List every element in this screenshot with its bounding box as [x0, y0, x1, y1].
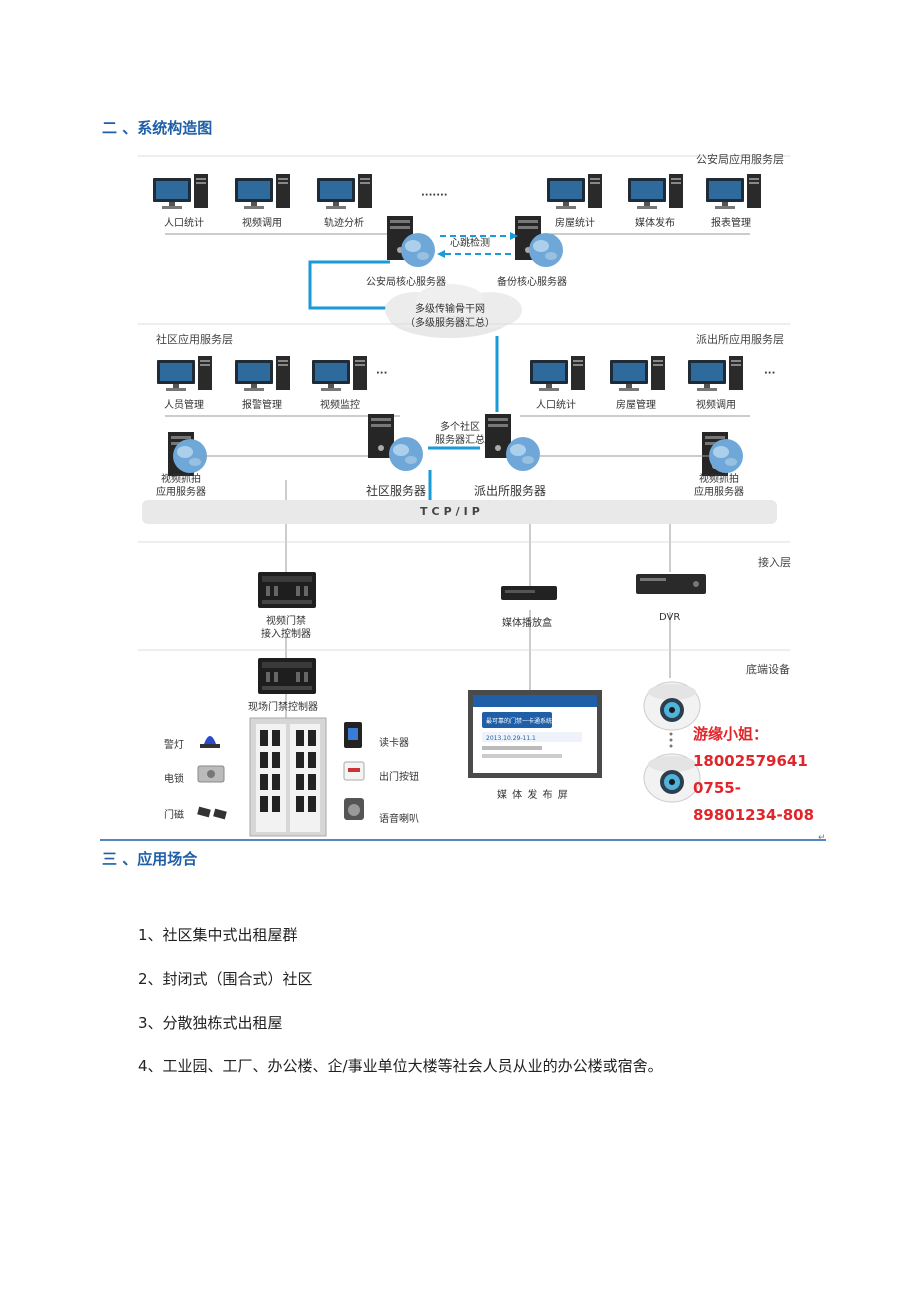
device-label-card-reader: 读卡器: [379, 738, 409, 749]
section-3-heading: 三 、应用场合: [102, 850, 198, 868]
site-controller-icon: [258, 658, 316, 694]
layer-label-access: 接入层: [758, 556, 791, 569]
electric-lock-icon: [197, 765, 225, 783]
speaker-icon: [344, 798, 364, 820]
client-label-station-video: 视频调用: [696, 400, 736, 411]
screen-date: 2013.10.29-11.1: [486, 735, 536, 742]
snap-server-left-sublabel: 应用服务器: [156, 487, 206, 498]
layer-label-community: 社区应用服务层: [156, 333, 233, 346]
aggregate-label: 多个社区: [440, 422, 480, 433]
media-screen: 最可靠的门禁一卡通系统！ 2013.10.29-11.1: [468, 690, 602, 778]
contact-area-code: 0755-: [693, 779, 741, 797]
heartbeat-label: 心跳检测: [450, 238, 490, 249]
system-architecture-diagram: 最可靠的门禁一卡通系统！ 2013.10.29-11.1 ↵ 公安局应用服务层 …: [100, 150, 826, 843]
access-controller-label: 视频门禁: [266, 616, 306, 627]
backup-server-label: 备份核心服务器: [497, 277, 567, 288]
tcpip-bar: [142, 500, 777, 524]
diagram-graphics: 最可靠的门禁一卡通系统！ 2013.10.29-11.1 ↵: [100, 155, 826, 843]
client-label-station-population: 人口统计: [536, 400, 576, 411]
client-label-personnel: 人员管理: [164, 400, 204, 411]
contact-mobile: 18002579641: [693, 752, 808, 770]
contact-block: 游缘小姐： 18002579641 0755- 89801234-808: [693, 721, 814, 829]
station-server-label: 派出所服务器: [474, 484, 547, 498]
screen-caption: 媒 体 发 布 屏: [497, 790, 569, 801]
top-ellipsis: ·······: [421, 190, 448, 201]
card-reader-icon: [344, 722, 362, 748]
client-label-housing-stats: 房屋统计: [555, 218, 595, 229]
site-controller-label: 现场门禁控制器: [248, 702, 318, 713]
client-label-video-call: 视频调用: [242, 218, 282, 229]
client-label-media-publish: 媒体发布: [635, 218, 675, 229]
core-to-backbone-line: [308, 260, 396, 310]
layer-label-police-station: 派出所应用服务层: [696, 333, 784, 346]
layer-label-public-security: 公安局应用服务层: [696, 153, 784, 166]
screen-headline: 最可靠的门禁一卡通系统！: [486, 717, 558, 725]
contact-name: 游缘小姐：: [693, 725, 769, 743]
access-controller-icon: [258, 572, 316, 608]
access-controller-sublabel: 接入控制器: [261, 629, 311, 640]
media-box-icon: [501, 586, 557, 600]
list-item-1: 1、社区集中式出租屋群: [138, 926, 298, 944]
device-label-electric-lock: 电锁: [164, 774, 184, 785]
core-server-label: 公安局核心服务器: [366, 277, 446, 288]
backbone-cloud: [385, 284, 522, 338]
client-label-report-management: 报表管理: [711, 218, 751, 229]
client-label-population-stats: 人口统计: [164, 218, 204, 229]
top-client-icons: [153, 174, 761, 209]
backbone-label: 多级传输骨干网: [415, 304, 485, 315]
aggregate-sublabel: 服务器汇总: [435, 435, 485, 446]
dome-camera-top-icon: [643, 681, 701, 731]
client-label-station-housing: 房屋管理: [616, 400, 656, 411]
device-label-door-magnet: 门磁: [164, 810, 184, 821]
community-ellipsis: ···: [376, 368, 388, 379]
door-illustration: [249, 717, 327, 837]
dvr-icon: [636, 574, 706, 594]
door-magnet-icon: [197, 806, 227, 820]
list-item-2: 2、封闭式（围合式）社区: [138, 970, 313, 988]
dome-camera-bottom-icon: [643, 753, 701, 803]
device-label-speaker: 语音喇叭: [379, 814, 419, 825]
tcpip-label: TCP/IP: [420, 505, 484, 518]
middle-client-icons: [157, 356, 743, 391]
section-2-heading: 二 、系统构造图: [102, 119, 213, 137]
snap-server-right-label: 视频抓拍: [699, 474, 739, 485]
community-server-label: 社区服务器: [366, 484, 427, 498]
exit-button-icon: [343, 761, 365, 781]
contact-phone: 89801234-808: [693, 806, 815, 824]
svg-text:↵: ↵: [818, 833, 826, 842]
station-ellipsis: ···: [764, 368, 776, 379]
media-box-label: 媒体播放盒: [502, 618, 552, 629]
layer-label-terminal: 底端设备: [746, 663, 790, 676]
list-item-3: 3、分散独栋式出租屋: [138, 1014, 283, 1032]
warning-light-icon: [200, 736, 220, 748]
snap-server-right-sublabel: 应用服务器: [694, 487, 744, 498]
device-label-warning-light: 警灯: [164, 740, 184, 751]
snap-server-left-label: 视频抓拍: [161, 474, 201, 485]
backbone-sublabel: （多级服务器汇总）: [405, 318, 495, 329]
list-item-4: 4、工业园、工厂、办公楼、企/事业单位大楼等社会人员从业的办公楼或宿舍。: [138, 1057, 663, 1075]
client-label-alarm: 报警管理: [242, 400, 282, 411]
client-label-video-monitor: 视频监控: [320, 400, 360, 411]
dvr-label: DVR: [659, 612, 681, 623]
device-label-exit-button: 出门按钮: [379, 772, 419, 783]
client-label-track-analysis: 轨迹分析: [324, 218, 364, 229]
